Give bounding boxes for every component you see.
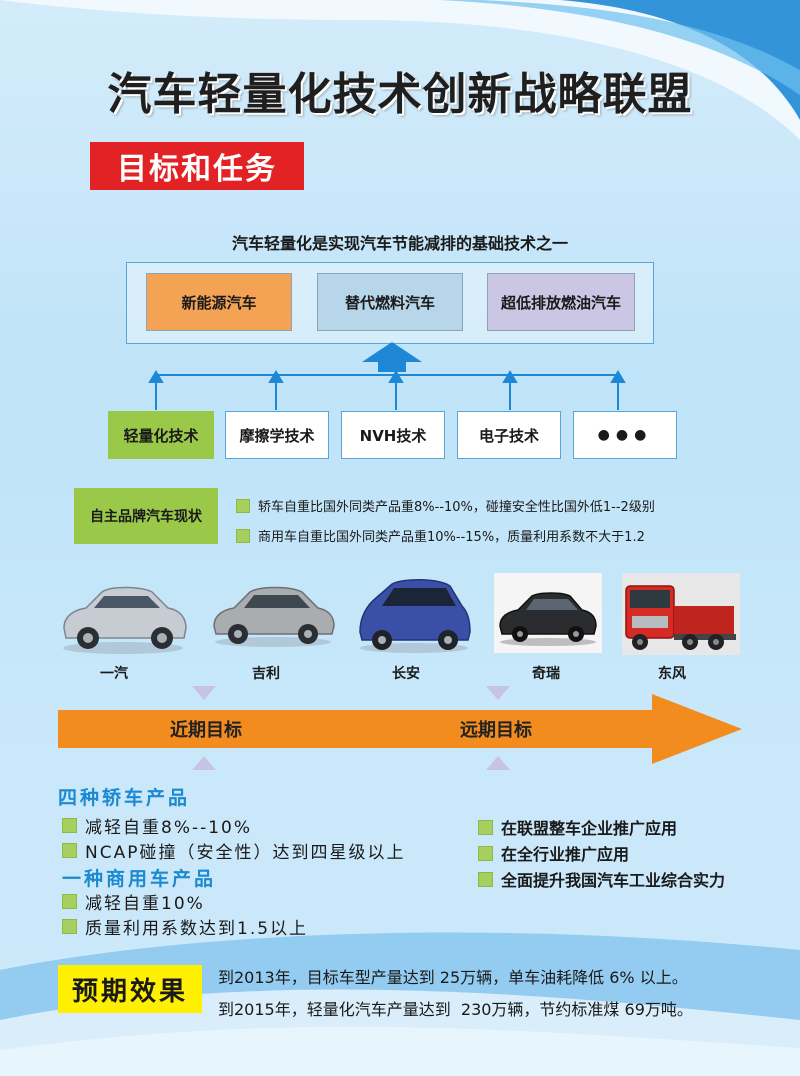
tech-nvh: NVH技术: [341, 411, 445, 459]
brand-label-dongfeng: 东风: [658, 666, 686, 682]
car-product-item-ncap-text: NCAP碰撞（安全性）达到四星级以上: [85, 843, 406, 863]
far-item-alliance: 在联盟整车企业推广应用: [478, 815, 677, 839]
goal-alt-fuel: 替代燃料汽车: [317, 273, 463, 331]
goal-low-emission: 超低排放燃油汽车: [487, 273, 635, 331]
far-item-industry: 在全行业推广应用: [478, 841, 629, 865]
bullet-square-icon: [62, 818, 77, 833]
brand-label-geely: 吉利: [252, 666, 280, 682]
truck-products-heading: 一种商用车产品: [62, 868, 217, 890]
truck-product-item-weight-text: 减轻自重10%: [85, 894, 205, 914]
goal-new-energy: 新能源汽车: [146, 273, 292, 331]
timeline-far-label: 远期目标: [460, 720, 532, 741]
timeline-near-label: 近期目标: [170, 720, 242, 741]
bullet-square-icon: [478, 871, 493, 887]
car-product-item-weight-text: 减轻自重8%--10%: [85, 818, 253, 838]
page-title: 汽车轻量化技术创新战略联盟: [107, 69, 693, 120]
car-products-heading: 四种轿车产品: [58, 787, 191, 809]
status-badge: 自主品牌汽车现状: [74, 488, 218, 544]
bullet-square-icon: [62, 843, 77, 858]
car-chery-image: [499, 592, 597, 646]
bullet-square-icon: [478, 845, 493, 861]
bullet-square-icon: [236, 498, 250, 513]
bullet-square-icon: [62, 919, 77, 934]
bullet-square-icon: [236, 528, 250, 543]
timeline-arrow: [58, 686, 742, 770]
brand-label-faw: 一汽: [100, 666, 128, 682]
far-item-alliance-text: 在联盟整车企业推广应用: [501, 819, 678, 838]
effect-badge: 预期效果: [58, 965, 202, 1013]
car-product-item-weight: 减轻自重8%--10%: [62, 813, 252, 838]
top-wave-decoration: [0, 0, 800, 140]
section-badge: 目标和任务: [90, 142, 304, 190]
tech-lightweight: 轻量化技术: [108, 411, 214, 459]
car-geely-image: [213, 586, 335, 647]
tech-tribology: 摩擦学技术: [225, 411, 329, 459]
truck-product-item-weight: 减轻自重10%: [62, 889, 205, 914]
truck-dongfeng-image: [625, 585, 736, 650]
status-item-truck: 商用车自重比国外同类产品重10%--15%，质量利用系数不大于1.2: [236, 526, 645, 545]
bullet-square-icon: [62, 894, 77, 909]
truck-product-item-utilization-text: 质量利用系数达到1.5以上: [85, 919, 309, 939]
tech-more: ●●●: [573, 411, 677, 459]
brand-label-changan: 长安: [392, 666, 420, 682]
tech-electronics: 电子技术: [457, 411, 561, 459]
car-faw-image: [63, 586, 187, 654]
status-item-truck-text: 商用车自重比国外同类产品重10%--15%，质量利用系数不大于1.2: [258, 530, 645, 545]
status-item-car: 轿车自重比国外同类产品重8%--10%，碰撞安全性比国外低1--2级别: [236, 496, 655, 515]
connector-arrows: [148, 342, 626, 410]
truck-product-item-utilization: 质量利用系数达到1.5以上: [62, 914, 308, 939]
far-item-strength-text: 全面提升我国汽车工业综合实力: [501, 871, 726, 890]
subtitle: 汽车轻量化是实现汽车节能减排的基础技术之一: [231, 234, 568, 253]
effect-line-2015: 到2015年，轻量化汽车产量达到 230万辆，节约标准煤 69万吨。: [218, 1000, 693, 1019]
far-item-industry-text: 在全行业推广应用: [501, 845, 630, 864]
effect-line-2013: 到2013年，目标车型产量达到 25万辆，单车油耗降低 6% 以上。: [218, 968, 688, 987]
far-item-strength: 全面提升我国汽车工业综合实力: [478, 867, 725, 891]
bullet-square-icon: [478, 819, 493, 835]
car-product-item-ncap: NCAP碰撞（安全性）达到四星级以上: [62, 838, 405, 863]
brand-label-chery: 奇瑞: [532, 666, 560, 682]
status-item-car-text: 轿车自重比国外同类产品重8%--10%，碰撞安全性比国外低1--2级别: [258, 500, 655, 515]
car-changan-image: [359, 579, 471, 653]
